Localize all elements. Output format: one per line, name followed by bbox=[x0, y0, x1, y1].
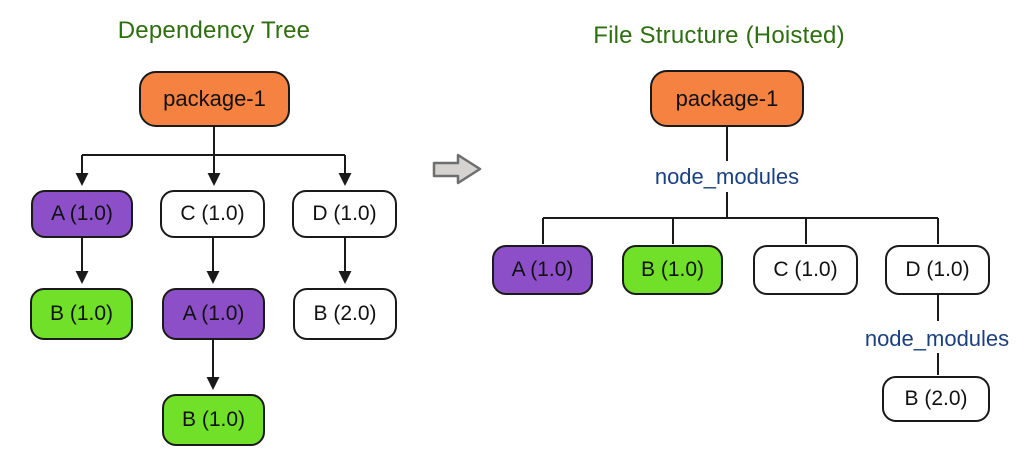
left-node-b-1-0-deep: B (1.0) bbox=[162, 394, 265, 446]
transform-right-arrow-icon bbox=[432, 153, 482, 185]
left-tree-title: Dependency Tree bbox=[117, 17, 311, 44]
left-node-b-1-0: B (1.0) bbox=[30, 288, 133, 340]
right-node-a-1-0: A (1.0) bbox=[492, 245, 593, 295]
left-node-a-1-0: A (1.0) bbox=[31, 190, 133, 238]
right-node-package-1: package-1 bbox=[650, 70, 804, 127]
right-node-d-1-0: D (1.0) bbox=[885, 245, 990, 295]
left-node-b-2-0: B (2.0) bbox=[293, 288, 397, 340]
right-tree-title: File Structure (Hoisted) bbox=[593, 22, 845, 49]
left-node-a-1-0-nested: A (1.0) bbox=[162, 288, 265, 340]
left-node-c-1-0: C (1.0) bbox=[160, 190, 265, 238]
right-node-b-1-0: B (1.0) bbox=[622, 245, 723, 295]
right-node-b-2-0: B (2.0) bbox=[882, 376, 990, 422]
right-folder-node-modules-top: node_modules bbox=[654, 164, 800, 189]
right-node-c-1-0: C (1.0) bbox=[753, 245, 858, 295]
left-node-d-1-0: D (1.0) bbox=[292, 190, 397, 238]
right-folder-node-modules-nested: node_modules bbox=[864, 326, 1010, 351]
left-node-package-1: package-1 bbox=[139, 71, 290, 127]
left-tree-edges bbox=[75, 127, 352, 390]
